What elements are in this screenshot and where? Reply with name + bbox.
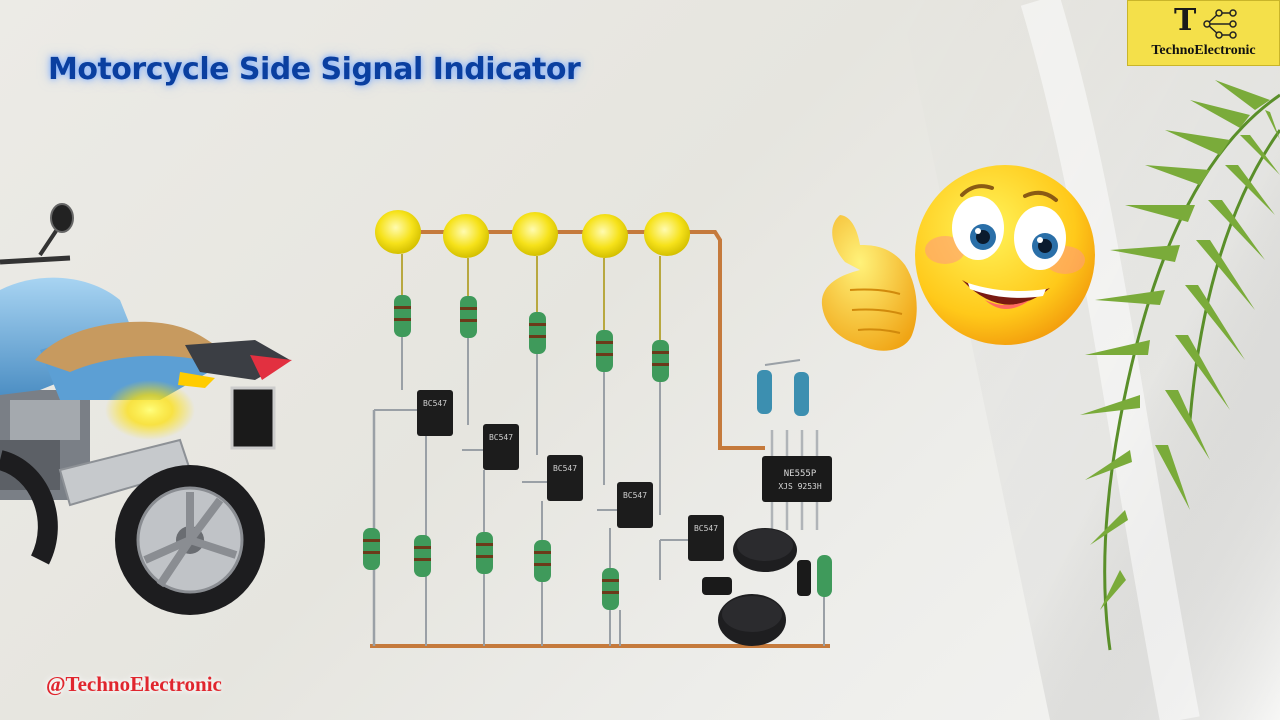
led	[443, 214, 489, 425]
transistor-label: BC547	[489, 433, 513, 442]
capacitors	[702, 528, 811, 646]
channel-handle: @TechnoElectronic	[46, 672, 222, 696]
transistor-label: BC547	[553, 464, 577, 473]
logo-name: TechnoElectronic	[1151, 43, 1256, 58]
led	[375, 210, 421, 390]
ic-label-top: NE555P	[784, 469, 817, 479]
lower-resistors	[363, 528, 832, 610]
transistor-label: BC547	[694, 524, 718, 533]
logo-letter: T	[1174, 3, 1197, 38]
transistor: BC547	[659, 515, 724, 580]
page-title: Motorcycle Side Signal Indicator	[48, 52, 581, 87]
led	[512, 212, 558, 455]
led	[644, 212, 690, 515]
led-row	[375, 210, 690, 515]
ne555-ic: NE555P XJS 9253H	[757, 359, 832, 530]
channel-logo: T TechnoElectronic	[1127, 0, 1280, 66]
led	[582, 214, 628, 485]
ic-label-bottom: XJS 9253H	[778, 482, 822, 491]
transistor-label: BC547	[623, 491, 647, 500]
transistor-label: BC547	[423, 399, 447, 408]
network-icon	[1203, 9, 1237, 39]
